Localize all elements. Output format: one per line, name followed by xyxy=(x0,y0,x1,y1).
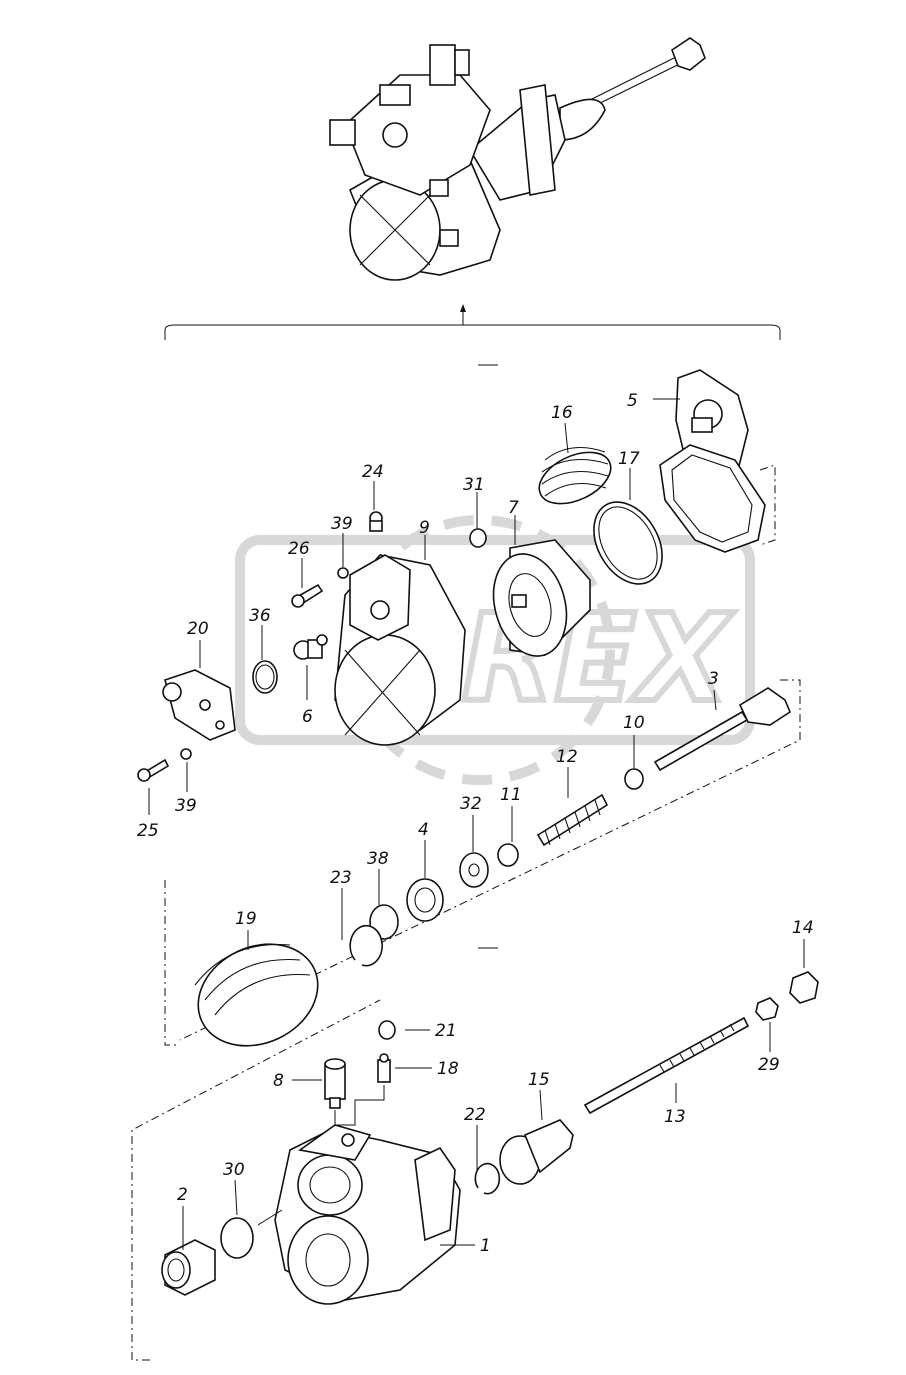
callout-8: 8 xyxy=(273,1071,284,1091)
part-21-plug xyxy=(378,1020,396,1040)
callout-20: 20 xyxy=(187,619,209,639)
callout-13: 13 xyxy=(664,1107,686,1127)
callout-26: 26 xyxy=(288,539,310,559)
callout-5: 5 xyxy=(627,391,638,411)
part-15-cap xyxy=(499,1119,574,1185)
part-10-bushing xyxy=(624,768,644,790)
part-26-bolt xyxy=(291,583,324,608)
callout-15: 15 xyxy=(528,1070,550,1090)
callout-3: 3 xyxy=(708,669,719,689)
part-2-bushing xyxy=(161,1239,216,1296)
part-30-o-ring xyxy=(220,1217,254,1259)
part-7-piston xyxy=(492,539,591,657)
part-20-block xyxy=(162,669,236,741)
callout-31: 31 xyxy=(463,475,485,495)
callout-29: 29 xyxy=(758,1055,780,1075)
part-17-o-ring xyxy=(593,501,663,585)
callout-19: 19 xyxy=(235,909,257,929)
part-8-valve xyxy=(324,1058,346,1109)
callout-1: 1 xyxy=(480,1236,491,1256)
part-1-housing xyxy=(274,1124,461,1305)
assembly-bracket xyxy=(164,304,781,949)
part-31-ring xyxy=(469,528,487,548)
part-16-spring xyxy=(538,447,612,505)
callout-17: 17 xyxy=(618,449,640,469)
part-12-spring xyxy=(536,793,609,847)
leader-lines xyxy=(148,398,805,1250)
callout-9: 9 xyxy=(419,518,430,538)
callout-39-bottom: 39 xyxy=(175,796,197,816)
callout-39-top: 39 xyxy=(331,514,353,534)
callout-11: 11 xyxy=(500,785,522,805)
part-23-circlip xyxy=(349,924,383,967)
part-29-nut xyxy=(755,997,779,1021)
callout-7: 7 xyxy=(508,498,519,518)
callout-22: 22 xyxy=(464,1105,486,1125)
part-gasket xyxy=(659,444,776,553)
callout-10: 10 xyxy=(623,713,645,733)
callout-38: 38 xyxy=(367,849,389,869)
part-36-ring xyxy=(252,660,278,694)
callout-32: 32 xyxy=(460,794,482,814)
part-14-nut xyxy=(789,971,819,1004)
callout-16: 16 xyxy=(551,403,573,423)
callout-4: 4 xyxy=(418,820,429,840)
callout-14: 14 xyxy=(792,918,814,938)
callout-21: 21 xyxy=(435,1021,457,1041)
callout-36: 36 xyxy=(249,606,271,626)
callout-23: 23 xyxy=(330,868,352,888)
part-4-bearing xyxy=(406,878,444,922)
callout-24: 24 xyxy=(362,462,384,482)
callout-labels: 5 16 17 7 31 9 24 39 26 36 20 6 25 39 3 … xyxy=(137,391,814,1256)
bottom-group-boundary xyxy=(131,999,381,1361)
callout-25: 25 xyxy=(137,821,159,841)
part-9-housing xyxy=(334,511,466,746)
part-13-threaded-rod xyxy=(583,1016,750,1115)
part-19-spring xyxy=(164,880,319,1047)
part-39-washer xyxy=(337,567,349,579)
part-3-rod xyxy=(179,679,801,1041)
part-32-washer xyxy=(459,852,489,888)
callout-6: 6 xyxy=(302,707,313,727)
part-39-washer-b xyxy=(180,748,192,760)
part-6-valve xyxy=(293,634,328,660)
part-25-bolt xyxy=(137,758,170,782)
callout-2: 2 xyxy=(177,1185,188,1205)
callout-18: 18 xyxy=(437,1059,459,1079)
callout-12: 12 xyxy=(556,747,578,767)
part-22-circlip xyxy=(474,1162,501,1195)
callout-30: 30 xyxy=(223,1160,245,1180)
part-18-fitting xyxy=(377,1053,391,1083)
part-11-bushing xyxy=(497,843,519,867)
assembled-unit xyxy=(329,37,706,281)
